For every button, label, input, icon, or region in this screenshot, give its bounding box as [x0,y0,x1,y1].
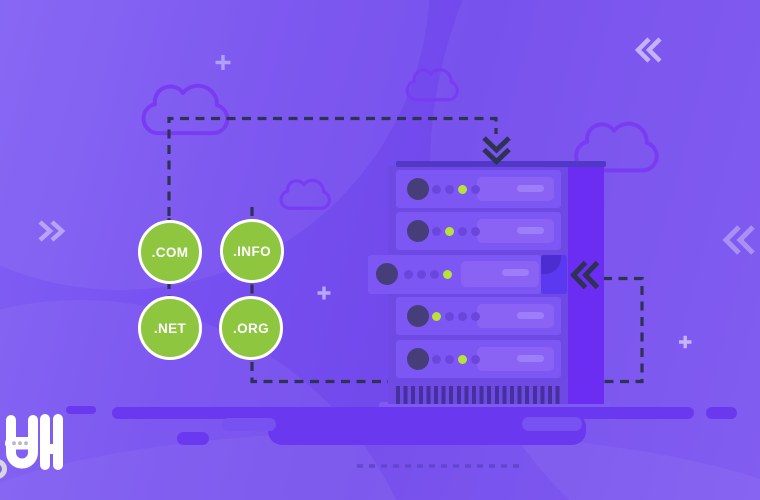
domain-badge-label: .NET [153,320,187,336]
status-led [458,227,467,236]
drive-panel [477,219,554,243]
drive-panel [477,177,554,201]
domain-badge-com: .COM [138,220,202,284]
drive-handle [517,312,544,319]
drive-panel [461,261,539,287]
status-led [471,185,480,194]
status-led [432,227,441,236]
drive-knob [407,178,429,200]
tray-corner [541,255,567,294]
status-led [432,185,441,194]
status-led [445,185,454,194]
cloud-icon-right [566,118,666,180]
drive-panel [477,304,554,328]
status-led-green [443,270,452,279]
status-led-green [432,312,441,321]
domain-badge-info: .INFO [220,219,284,283]
status-led [445,355,454,364]
plus-icon [679,335,692,349]
drive-knob [407,305,429,327]
domain-badge-net: .NET [138,296,202,360]
server-vents [396,386,560,404]
server-top-lid [396,161,606,167]
status-led [471,312,480,321]
status-led [432,355,441,364]
drive-handle [502,269,529,276]
drive-handle [517,227,544,234]
chevron-left-icon [634,37,662,63]
status-led-green [458,355,467,364]
drive-knob [407,220,429,242]
domain-badge-org: .ORG [219,296,283,360]
ground-pill [177,432,209,445]
chevron-left-icon [722,225,755,255]
domain-badge-label: .COM [151,244,189,260]
plus-icon [215,55,231,70]
cloud-icon-left [275,177,335,214]
server-unit [396,170,561,208]
drive-knob [407,348,429,370]
server-unit-popped [368,255,541,294]
server-unit [396,212,561,250]
chevron-right-icon [38,220,66,242]
ground-pill [706,407,737,419]
cloud-icon-large [133,80,237,143]
status-led [430,270,439,279]
ground-notch [522,417,582,431]
drive-knob [376,263,398,285]
status-led [445,312,454,321]
domain-badge-label: .ORG [232,320,270,336]
plus-icon [317,286,331,300]
tray-fold [541,255,561,274]
ground-pill [66,406,96,414]
status-led-green [445,227,454,236]
drive-handle [517,355,544,362]
status-led [404,270,413,279]
ground-notch [222,418,276,431]
cloud-icon-top [401,66,463,106]
status-led [471,355,480,364]
domain-badge-label: .INFO [233,243,271,259]
server-unit [396,340,561,378]
status-led [471,227,480,236]
brand-logo [0,414,63,479]
status-led-green [458,185,467,194]
drive-panel [477,347,554,371]
drive-handle [517,185,544,192]
server-unit [396,297,561,335]
status-led [458,312,467,321]
status-led [417,270,426,279]
arrow-down-icon [482,136,511,165]
